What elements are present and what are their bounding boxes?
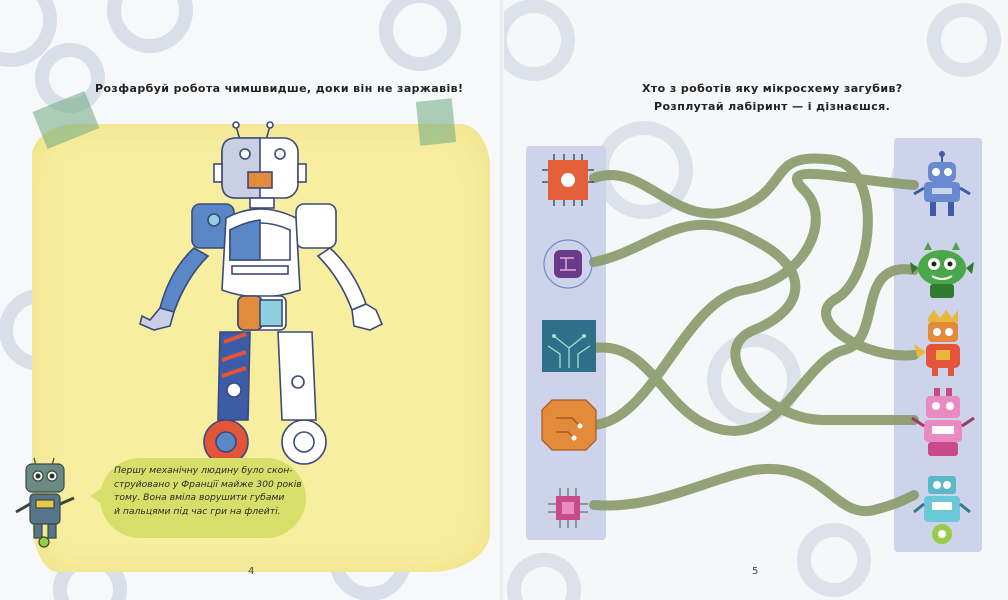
pink-robot[interactable] [908, 384, 978, 462]
robot-coloring-illustration[interactable] [130, 120, 390, 470]
fact-line: й пальцями під час гри на флейті. [114, 505, 281, 517]
maze-path [589, 219, 919, 426]
instruction-text: Розфарбуй робота чимшвидше, доки він не … [95, 82, 464, 95]
orange-octagon-chip[interactable] [538, 396, 600, 454]
instruction-text: Хто з роботів яку мікросхему загубив? [642, 82, 903, 95]
page-number: 5 [752, 566, 759, 577]
maze[interactable] [504, 0, 1008, 600]
pink-small-chip[interactable] [544, 484, 592, 532]
maze-path [589, 463, 919, 517]
tape-strip [415, 98, 457, 146]
fact-line: Першу механічну людину було скон- [114, 465, 293, 476]
right-page: Хто з роботів яку мікросхему загубив? Ро… [504, 0, 1008, 600]
blue-robot[interactable] [910, 148, 974, 220]
purple-round-chip[interactable] [540, 236, 596, 292]
instruction-text: Розплутай лабіринт — і дізнаєшся. [654, 100, 891, 113]
green-robot[interactable] [908, 238, 976, 302]
teal-robot[interactable] [910, 472, 974, 550]
fact-speech-bubble: Першу механічну людину було скон- струйо… [90, 458, 306, 538]
maze-path [589, 153, 919, 361]
fact-line: тому. Вона вміла ворушити губами [114, 492, 285, 503]
small-robot-mascot [15, 457, 75, 548]
orange-square-chip[interactable] [540, 152, 596, 208]
fact-line: струйовано у Франції майже 300 років [114, 478, 302, 490]
teal-circuit-chip[interactable] [540, 318, 598, 374]
page-number: 4 [248, 566, 255, 577]
maze-path [589, 168, 919, 430]
orange-robot[interactable] [908, 308, 976, 376]
left-page: Розфарбуй робота чимшвидше, доки він не … [0, 0, 490, 600]
